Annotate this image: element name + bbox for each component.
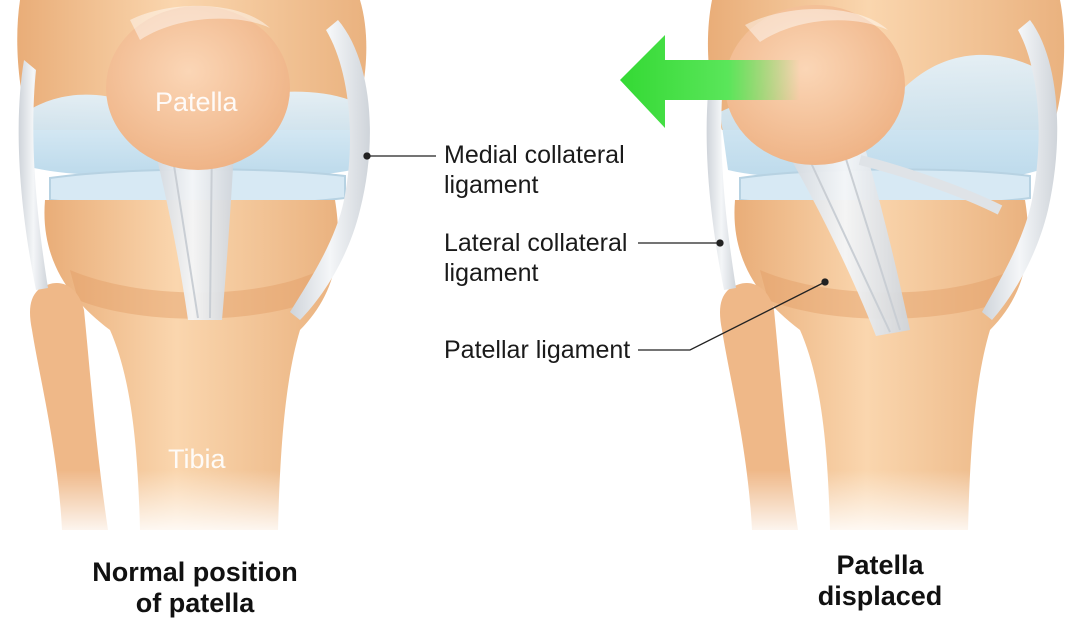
fibula: [720, 282, 798, 530]
patella-bone: [725, 5, 905, 165]
lateral-collateral-label: Lateral collateral ligament: [444, 229, 628, 287]
tibia-label: Tibia: [168, 444, 226, 474]
lateral-collateral-ligament: [706, 60, 736, 290]
lateral-collateral-ligament: [18, 60, 48, 290]
normal-knee: [0, 0, 400, 540]
medial-collateral-ligament: [290, 20, 370, 320]
fibula: [30, 282, 108, 530]
leader-lines: [363, 152, 829, 351]
medial-collateral-label: Medial collateral ligament: [444, 141, 625, 199]
patellar-ligament-label: Patellar ligament: [444, 336, 631, 364]
tibia-bone: [734, 200, 1029, 530]
displaced-caption: Patella displaced: [817, 550, 943, 611]
patellar-ligament: [780, 130, 910, 336]
displacement-arrow: [620, 35, 800, 128]
patellar-ligament: [150, 130, 235, 320]
patella-label: Patella: [155, 87, 238, 117]
tibia-bone: [44, 200, 339, 530]
patella-bone: [106, 6, 290, 170]
medial-collateral-ligament: [982, 20, 1058, 320]
normal-caption: Normal position of patella: [92, 557, 298, 618]
